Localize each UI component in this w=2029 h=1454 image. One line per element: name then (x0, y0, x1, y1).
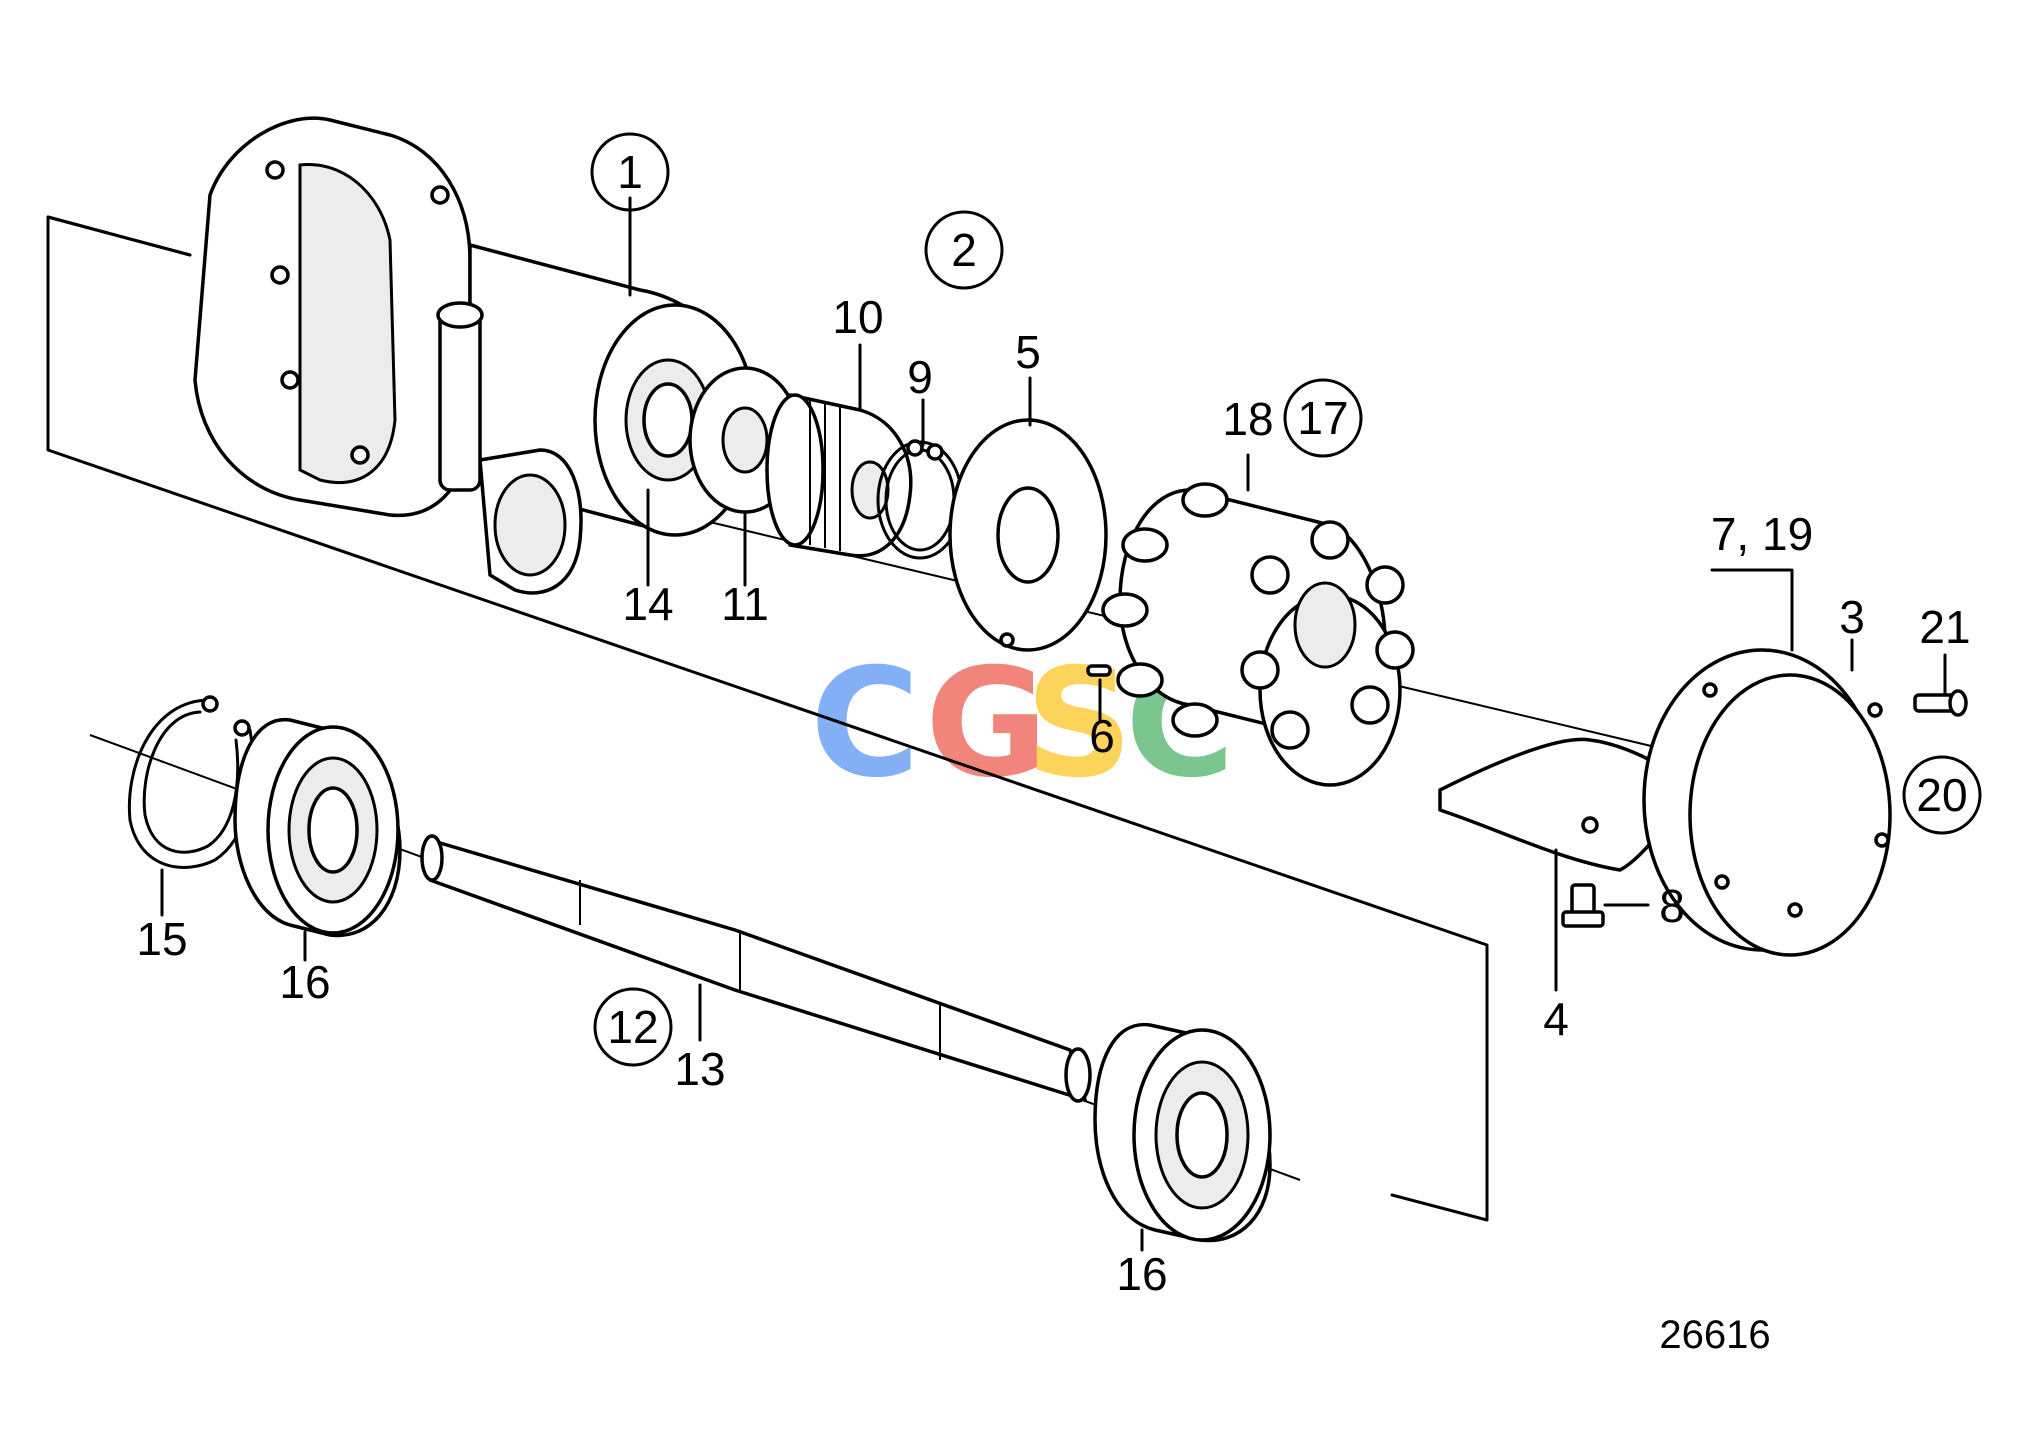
label-6: 6 (1089, 710, 1115, 762)
ball-bearing-16-lower (1093, 1022, 1272, 1243)
label-10: 10 (832, 291, 883, 343)
circle-label-20: 20 (1902, 755, 1982, 835)
pin-6 (1086, 664, 1112, 677)
cam-4-hole (1581, 816, 1599, 834)
label-18: 18 (1222, 393, 1273, 445)
pump-shaft-13 (420, 834, 1092, 1103)
label-14: 14 (622, 578, 673, 630)
svg-text:12: 12 (607, 1001, 658, 1053)
screw-8 (1561, 883, 1605, 928)
label-7-19: 7, 19 (1711, 508, 1813, 560)
label-4: 4 (1543, 993, 1569, 1045)
drawing-number: 26616 (1659, 1313, 1770, 1357)
pump-cover-7-19 (1642, 648, 1892, 957)
svg-text:17: 17 (1297, 392, 1348, 444)
label-11: 11 (721, 578, 769, 630)
circle-label-2: 2 (924, 210, 1004, 290)
leader-lines (160, 196, 1947, 1252)
label-15: 15 (136, 913, 187, 965)
label-5: 5 (1015, 326, 1041, 378)
label-13: 13 (674, 1043, 725, 1095)
watermark-letter-s: S (1025, 637, 1133, 811)
svg-text:1: 1 (617, 146, 643, 198)
svg-text:2: 2 (951, 224, 977, 276)
label-21: 21 (1919, 601, 1970, 653)
svg-text:20: 20 (1916, 769, 1967, 821)
label-8: 8 (1659, 880, 1685, 932)
circle-label-12: 12 (593, 987, 673, 1067)
frame-top-edge (46, 215, 192, 257)
ball-bearing-16-upper (233, 717, 402, 938)
watermark-letter-c1: C (810, 637, 920, 811)
label-16-upper: 16 (279, 956, 330, 1008)
circle-label-17: 17 (1283, 378, 1363, 458)
pump-housing (193, 116, 762, 595)
circle-label-1: 1 (590, 132, 670, 212)
impeller-18 (1101, 482, 1415, 787)
label-3: 3 (1839, 591, 1865, 643)
screw-21 (1913, 689, 1968, 717)
circlip-15 (127, 695, 255, 869)
watermark-letter-g: G (925, 637, 1048, 811)
wear-plate-5 (948, 418, 1108, 652)
label-16-lower: 16 (1116, 1248, 1167, 1300)
label-9: 9 (907, 351, 933, 403)
